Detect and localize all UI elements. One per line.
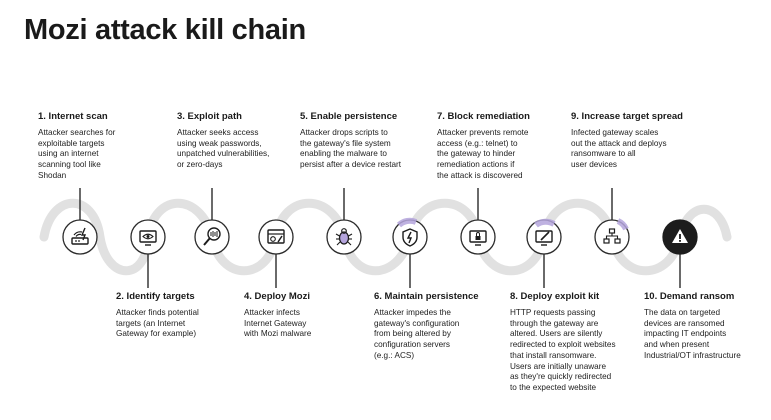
step-9-label: 9. Increase target spread Infected gatew… [571,111,699,171]
step-7-label: 7. Block remediation Attacker prevents r… [437,111,565,182]
step-4-node [258,219,294,255]
step-description: Attacker seeks access using weak passwor… [177,128,270,170]
step-circle [594,219,630,255]
step-4-label: 4. Deploy Mozi Attacker infects Internet… [244,291,372,340]
eye-monitor-icon [139,230,157,246]
step-3-node [194,219,230,255]
monitor-lock-icon [469,230,487,246]
step-5-node [326,219,362,255]
step-6-label: 6. Maintain persistence Attacker impedes… [374,291,502,362]
step-8-label: 8. Deploy exploit kit HTTP requests pass… [510,291,638,394]
step-circle [194,219,230,255]
step-description: HTTP requests passing through the gatewa… [510,308,616,392]
step-8-node [526,218,562,255]
step-circle [258,219,294,255]
step-heading: 5. Enable persistence [300,111,398,122]
step-heading: 4. Deploy Mozi [244,291,310,302]
step-heading: 2. Identify targets [116,291,195,302]
step-circle [392,219,428,255]
step-circle [62,219,98,255]
step-1-label: 1. Internet scan Attacker searches for e… [38,111,166,182]
step-heading: 1. Internet scan [38,111,108,122]
step-7-node [460,219,496,255]
step-10-label: 10. Demand ransom The data on targeted d… [644,291,771,362]
step-description: Attacker drops scripts to the gateway's … [300,128,402,170]
page-title: Mozi attack kill chain [24,14,306,46]
step-heading: 9. Increase target spread [571,111,683,122]
step-description: Attacker infects Internet Gateway with M… [244,308,312,339]
step-description: The data on targeted devices are ransome… [644,308,741,360]
step-description: Attacker searches for exploitable target… [38,128,116,180]
warning-icon [672,229,688,243]
step-9-node [594,218,630,255]
step-2-label: 2. Identify targets Attacker finds poten… [116,291,244,340]
shield-bolt-icon [396,217,418,247]
step-description: Attacker impedes the gateway's configura… [374,308,460,360]
browser-malware-icon [267,229,285,244]
network-icon [603,218,629,244]
connectors [79,188,681,288]
step-6-node [392,217,428,255]
step-3-label: 3. Exploit path Attacker seeks access us… [177,111,305,171]
step-heading: 6. Maintain persistence [374,291,479,302]
step-heading: 8. Deploy exploit kit [510,291,600,302]
step-heading: 10. Demand ransom [644,291,735,302]
step-description: Attacker finds potential targets (an Int… [116,308,199,339]
bug-icon [335,228,353,246]
step-heading: 3. Exploit path [177,111,242,122]
step-5-label: 5. Enable persistence Attacker drops scr… [300,111,428,171]
monitor-edit-icon [534,218,556,246]
router-icon [71,227,89,245]
step-description: Attacker prevents remote access (e.g.: t… [437,128,529,180]
magnifier-code-icon [203,227,221,246]
step-10-node [662,219,698,255]
step-1-node [62,219,98,255]
step-heading: 7. Block remediation [437,111,530,122]
step-description: Infected gateway scales out the attack a… [571,128,667,170]
step-2-node [130,219,166,255]
